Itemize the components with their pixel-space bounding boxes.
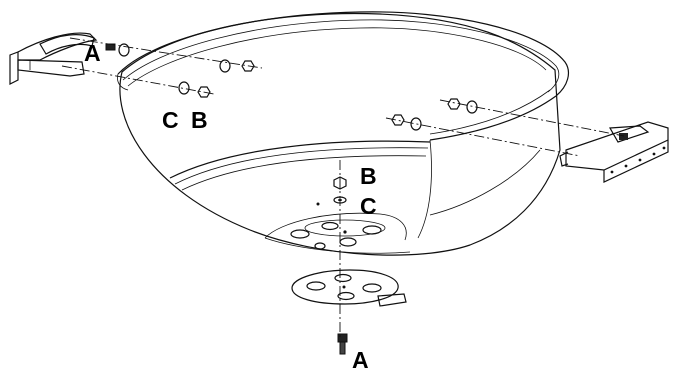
washer-icon — [410, 117, 422, 131]
left-hardware-upper — [105, 43, 255, 73]
vent-plate — [291, 269, 407, 307]
callout-c-left: C — [162, 107, 179, 133]
washer-icon — [219, 59, 231, 73]
right-hardware-lower — [391, 114, 422, 131]
washer-icon — [118, 43, 130, 57]
bowl-handle-right — [559, 121, 669, 183]
callout-b-left: B — [191, 107, 208, 133]
center-hardware — [316, 176, 347, 206]
callout-b-center: B — [360, 163, 377, 189]
bolt-icon — [337, 333, 348, 355]
bowl-bottom-vent — [290, 219, 386, 250]
callout-a-bottom: A — [352, 347, 369, 373]
right-hardware-upper — [447, 98, 478, 114]
washer-icon — [178, 81, 190, 95]
left-hardware-lower — [178, 81, 211, 98]
bowl — [117, 11, 569, 256]
callout-a-top-left: A — [84, 40, 101, 66]
bowl-handle-left — [9, 32, 98, 85]
callout-c-center: C — [360, 193, 377, 219]
hex-nut-icon — [391, 114, 405, 126]
